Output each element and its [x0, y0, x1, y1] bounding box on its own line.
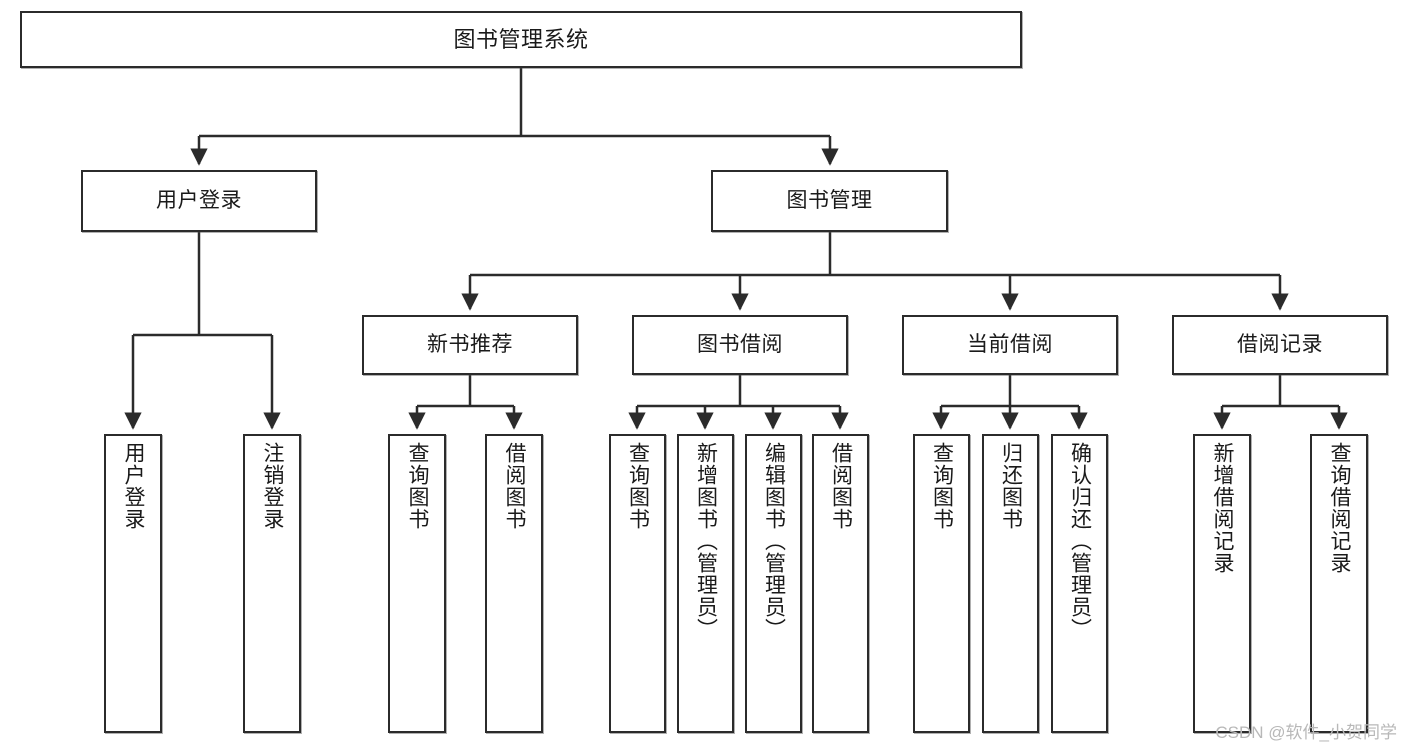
node-leaf-borrow-book-2-label: 借阅图书: [829, 442, 853, 530]
node-book-manage-label: 图书管理: [786, 188, 873, 212]
node-new-book-recommend-label: 新书推荐: [427, 332, 513, 356]
node-book-borrow-label: 图书借阅: [697, 332, 783, 356]
csdn-watermark: CSDN @软件_小贺同学: [1215, 723, 1397, 742]
node-current-borrow[interactable]: 当前借阅: [902, 315, 1118, 375]
node-book-manage[interactable]: 图书管理: [711, 170, 948, 232]
node-leaf-query-book-3-label: 查询图书: [930, 442, 954, 530]
node-leaf-logout-login-label: 注销登录: [261, 442, 285, 530]
node-leaf-query-book-3[interactable]: 查询图书: [913, 434, 970, 733]
node-leaf-add-record-label: 新增借阅记录: [1211, 442, 1235, 574]
node-leaf-user-login[interactable]: 用户登录: [104, 434, 162, 733]
node-leaf-query-book-2-label: 查询图书: [626, 442, 650, 530]
node-borrow-record-label: 借阅记录: [1237, 332, 1323, 356]
node-new-book-recommend[interactable]: 新书推荐: [362, 315, 578, 375]
node-leaf-query-book-1-label: 查询图书: [406, 442, 430, 530]
node-leaf-edit-book-label: 编辑图书（管理员）: [762, 442, 786, 640]
node-leaf-borrow-book-1[interactable]: 借阅图书: [485, 434, 543, 733]
node-borrow-record[interactable]: 借阅记录: [1172, 315, 1388, 375]
node-current-borrow-label: 当前借阅: [967, 332, 1053, 356]
node-leaf-query-book-1[interactable]: 查询图书: [388, 434, 446, 733]
node-root-label: 图书管理系统: [453, 26, 589, 52]
node-user-login[interactable]: 用户登录: [81, 170, 317, 232]
node-leaf-confirm-return[interactable]: 确认归还（管理员）: [1051, 434, 1108, 733]
node-leaf-logout-login[interactable]: 注销登录: [243, 434, 301, 733]
node-leaf-add-record[interactable]: 新增借阅记录: [1193, 434, 1251, 733]
node-book-borrow[interactable]: 图书借阅: [632, 315, 848, 375]
node-leaf-borrow-book-2[interactable]: 借阅图书: [812, 434, 869, 733]
node-leaf-borrow-book-1-label: 借阅图书: [503, 442, 527, 530]
node-user-login-label: 用户登录: [156, 188, 242, 212]
node-leaf-query-book-2[interactable]: 查询图书: [609, 434, 666, 733]
node-leaf-return-book-label: 归还图书: [999, 442, 1023, 530]
node-leaf-query-record-label: 查询借阅记录: [1328, 442, 1352, 574]
node-leaf-add-book[interactable]: 新增图书（管理员）: [677, 434, 734, 733]
node-root[interactable]: 图书管理系统: [20, 11, 1022, 68]
node-leaf-return-book[interactable]: 归还图书: [982, 434, 1039, 733]
node-leaf-edit-book[interactable]: 编辑图书（管理员）: [745, 434, 802, 733]
node-leaf-add-book-label: 新增图书（管理员）: [694, 442, 718, 640]
node-leaf-user-login-label: 用户登录: [122, 442, 146, 530]
node-leaf-query-record[interactable]: 查询借阅记录: [1310, 434, 1368, 733]
node-leaf-confirm-return-label: 确认归还（管理员）: [1068, 442, 1092, 640]
